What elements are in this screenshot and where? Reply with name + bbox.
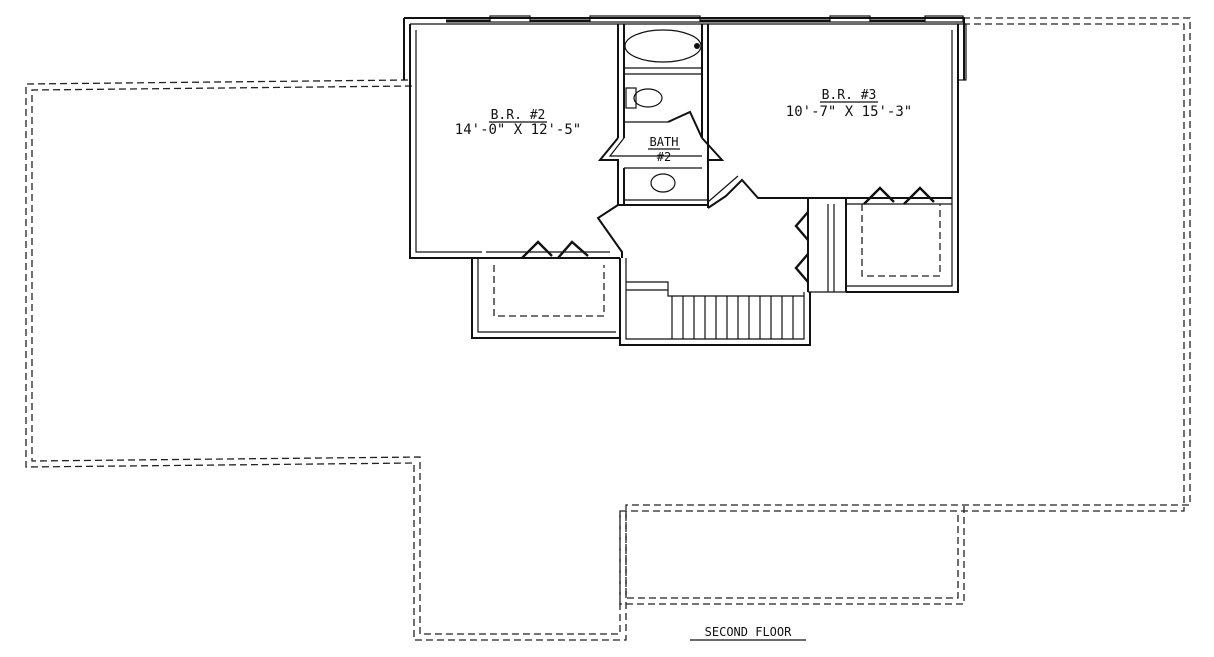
tub-drain-icon [694,43,700,49]
window-marks [446,15,964,23]
bathtub-icon [624,29,702,63]
sink-icon [650,173,676,193]
hall-walls [596,175,952,346]
closet-door-br3-left [863,186,895,205]
br2-closet [471,258,620,339]
room-name-br2: B.R. #2 [491,108,546,123]
room-label-br3: B.R. #3 10'-7" X 15'-3" [786,88,912,120]
staircase [626,281,804,339]
room-dims-br2: 14'-0" X 12'-5" [455,122,581,138]
roof-outline [25,17,1191,641]
room-label-br2: B.R. #2 14'-0" X 12'-5" [455,108,581,138]
room-label-bath2: BATH #2 [648,135,680,164]
hall-door-lower [794,253,809,283]
br3-closet [861,204,941,277]
closet-door-br2-right [557,240,589,259]
room-name-bath2: BATH [650,135,679,149]
plan-title-group: SECOND FLOOR [690,625,806,641]
room-number-bath2: #2 [657,150,671,164]
closet-door-br2-left [521,240,553,259]
bath-entry [597,137,619,168]
upper-floor-walls [403,17,965,293]
hall-door-upper [794,211,809,241]
room-name-br3: B.R. #3 [822,88,877,103]
closet-door-br3-right [903,186,935,205]
toilet-icon [625,87,663,109]
plan-title: SECOND FLOOR [705,625,792,639]
bath-2-walls [617,24,709,208]
room-dims-br3: 10'-7" X 15'-3" [786,104,912,120]
